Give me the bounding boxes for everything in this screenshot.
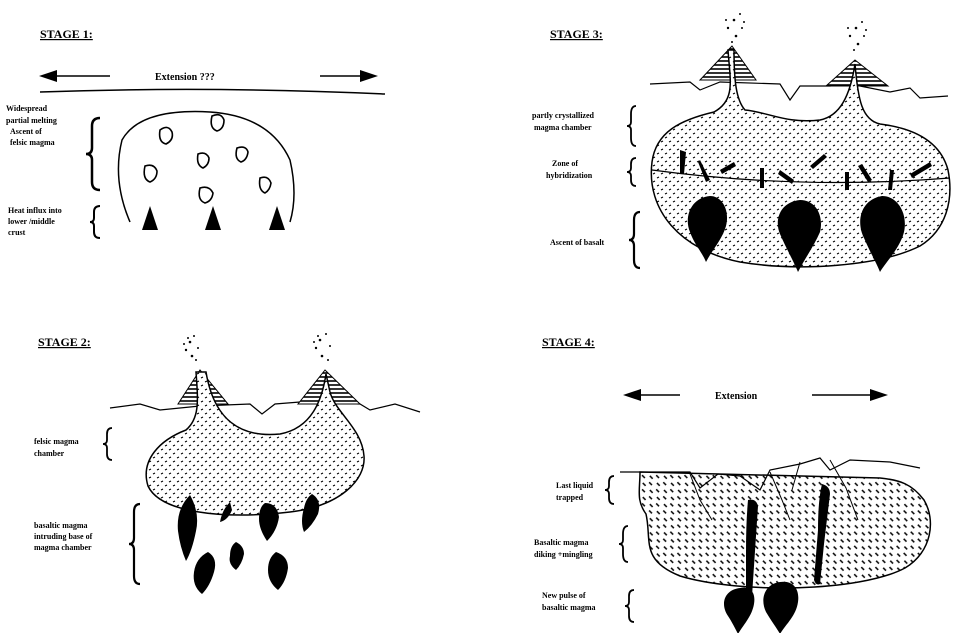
brace-ascent xyxy=(629,212,640,268)
svg-text:lower /middle: lower /middle xyxy=(8,217,55,226)
stage-3-label-partly: partly crystallized magma chamber xyxy=(532,111,595,132)
stage-3-label-zone: Zone of hybridization xyxy=(546,159,593,180)
svg-text:basaltic magma: basaltic magma xyxy=(542,603,596,612)
stage-4-label-pulse: New pulse of basaltic magma xyxy=(542,591,596,612)
stage-3-label-ascent: Ascent of basalt xyxy=(550,238,605,247)
svg-text:diking +mingling: diking +mingling xyxy=(534,550,593,559)
brace-partly xyxy=(627,106,636,146)
stage-4-label-last: Last liquid trapped xyxy=(556,481,594,502)
svg-text:magma chamber: magma chamber xyxy=(34,543,92,552)
brace-last xyxy=(605,476,614,504)
brace-zone xyxy=(627,158,636,186)
svg-text:trapped: trapped xyxy=(556,493,584,502)
brace-chamber xyxy=(103,428,112,460)
svg-text:partial melting: partial melting xyxy=(6,116,57,125)
ash-plumes xyxy=(725,13,867,51)
stage-2-title: STAGE 2: xyxy=(38,335,91,349)
stage-4-extension-label: Extension xyxy=(715,391,758,402)
stage-2-panel: STAGE 2: felsic magma chamber basaltic m… xyxy=(34,333,420,594)
svg-text:Heat influx into: Heat influx into xyxy=(8,206,62,215)
stage-4-panel: STAGE 4: Extension Last liquid trapped B… xyxy=(534,335,930,633)
svg-text:Zone of: Zone of xyxy=(552,159,578,168)
felsic-blobs xyxy=(144,115,271,203)
svg-text:Basaltic magma: Basaltic magma xyxy=(534,538,588,547)
svg-text:Widespread: Widespread xyxy=(6,104,48,113)
svg-text:New pulse of: New pulse of xyxy=(542,591,586,600)
brace-partial-melting xyxy=(86,118,100,190)
stage-3-title: STAGE 3: xyxy=(550,27,603,41)
crystallized-chamber xyxy=(639,472,930,588)
svg-text:basaltic magma: basaltic magma xyxy=(34,521,88,530)
stage-1-label-widespread: Widespread partial melting Ascent of fel… xyxy=(6,104,57,147)
stage-4-title: STAGE 4: xyxy=(542,335,595,349)
svg-text:Ascent of basalt: Ascent of basalt xyxy=(550,238,605,247)
svg-text:felsic magma: felsic magma xyxy=(34,437,79,446)
svg-text:crust: crust xyxy=(8,228,26,237)
stage-3-panel: STAGE 3: partly crystallized magma chamb… xyxy=(532,13,950,272)
brace-pulse xyxy=(625,590,634,622)
svg-text:partly crystallized: partly crystallized xyxy=(532,111,595,120)
svg-text:chamber: chamber xyxy=(34,449,65,458)
svg-text:felsic magma: felsic magma xyxy=(10,138,55,147)
svg-text:Last liquid: Last liquid xyxy=(556,481,594,490)
brace-diking xyxy=(619,526,628,562)
stage-1-title: STAGE 1: xyxy=(40,27,93,41)
brace-basaltic xyxy=(129,504,140,584)
brace-heat-influx xyxy=(90,206,100,238)
ground-surface xyxy=(650,82,948,100)
surface-line xyxy=(40,89,385,94)
stage-1-extension-label: Extension ??? xyxy=(155,72,215,83)
stage-1-panel: STAGE 1: Extension ??? Widespread partia… xyxy=(6,27,385,238)
heat-arrows xyxy=(150,210,277,226)
ash-plumes xyxy=(183,333,331,361)
stage-2-label-chamber: felsic magma chamber xyxy=(34,437,79,458)
svg-text:Ascent of: Ascent of xyxy=(10,127,42,136)
svg-text:hybridization: hybridization xyxy=(546,171,593,180)
stage-4-label-diking: Basaltic magma diking +mingling xyxy=(534,538,593,559)
stage-2-label-basaltic: basaltic magma intruding base of magma c… xyxy=(34,521,93,552)
stage-1-label-heat: Heat influx into lower /middle crust xyxy=(8,206,62,237)
ground-surface xyxy=(110,402,420,414)
svg-text:intruding base of: intruding base of xyxy=(34,532,93,541)
new-basalt-pulse xyxy=(724,582,798,633)
svg-text:magma chamber: magma chamber xyxy=(534,123,592,132)
